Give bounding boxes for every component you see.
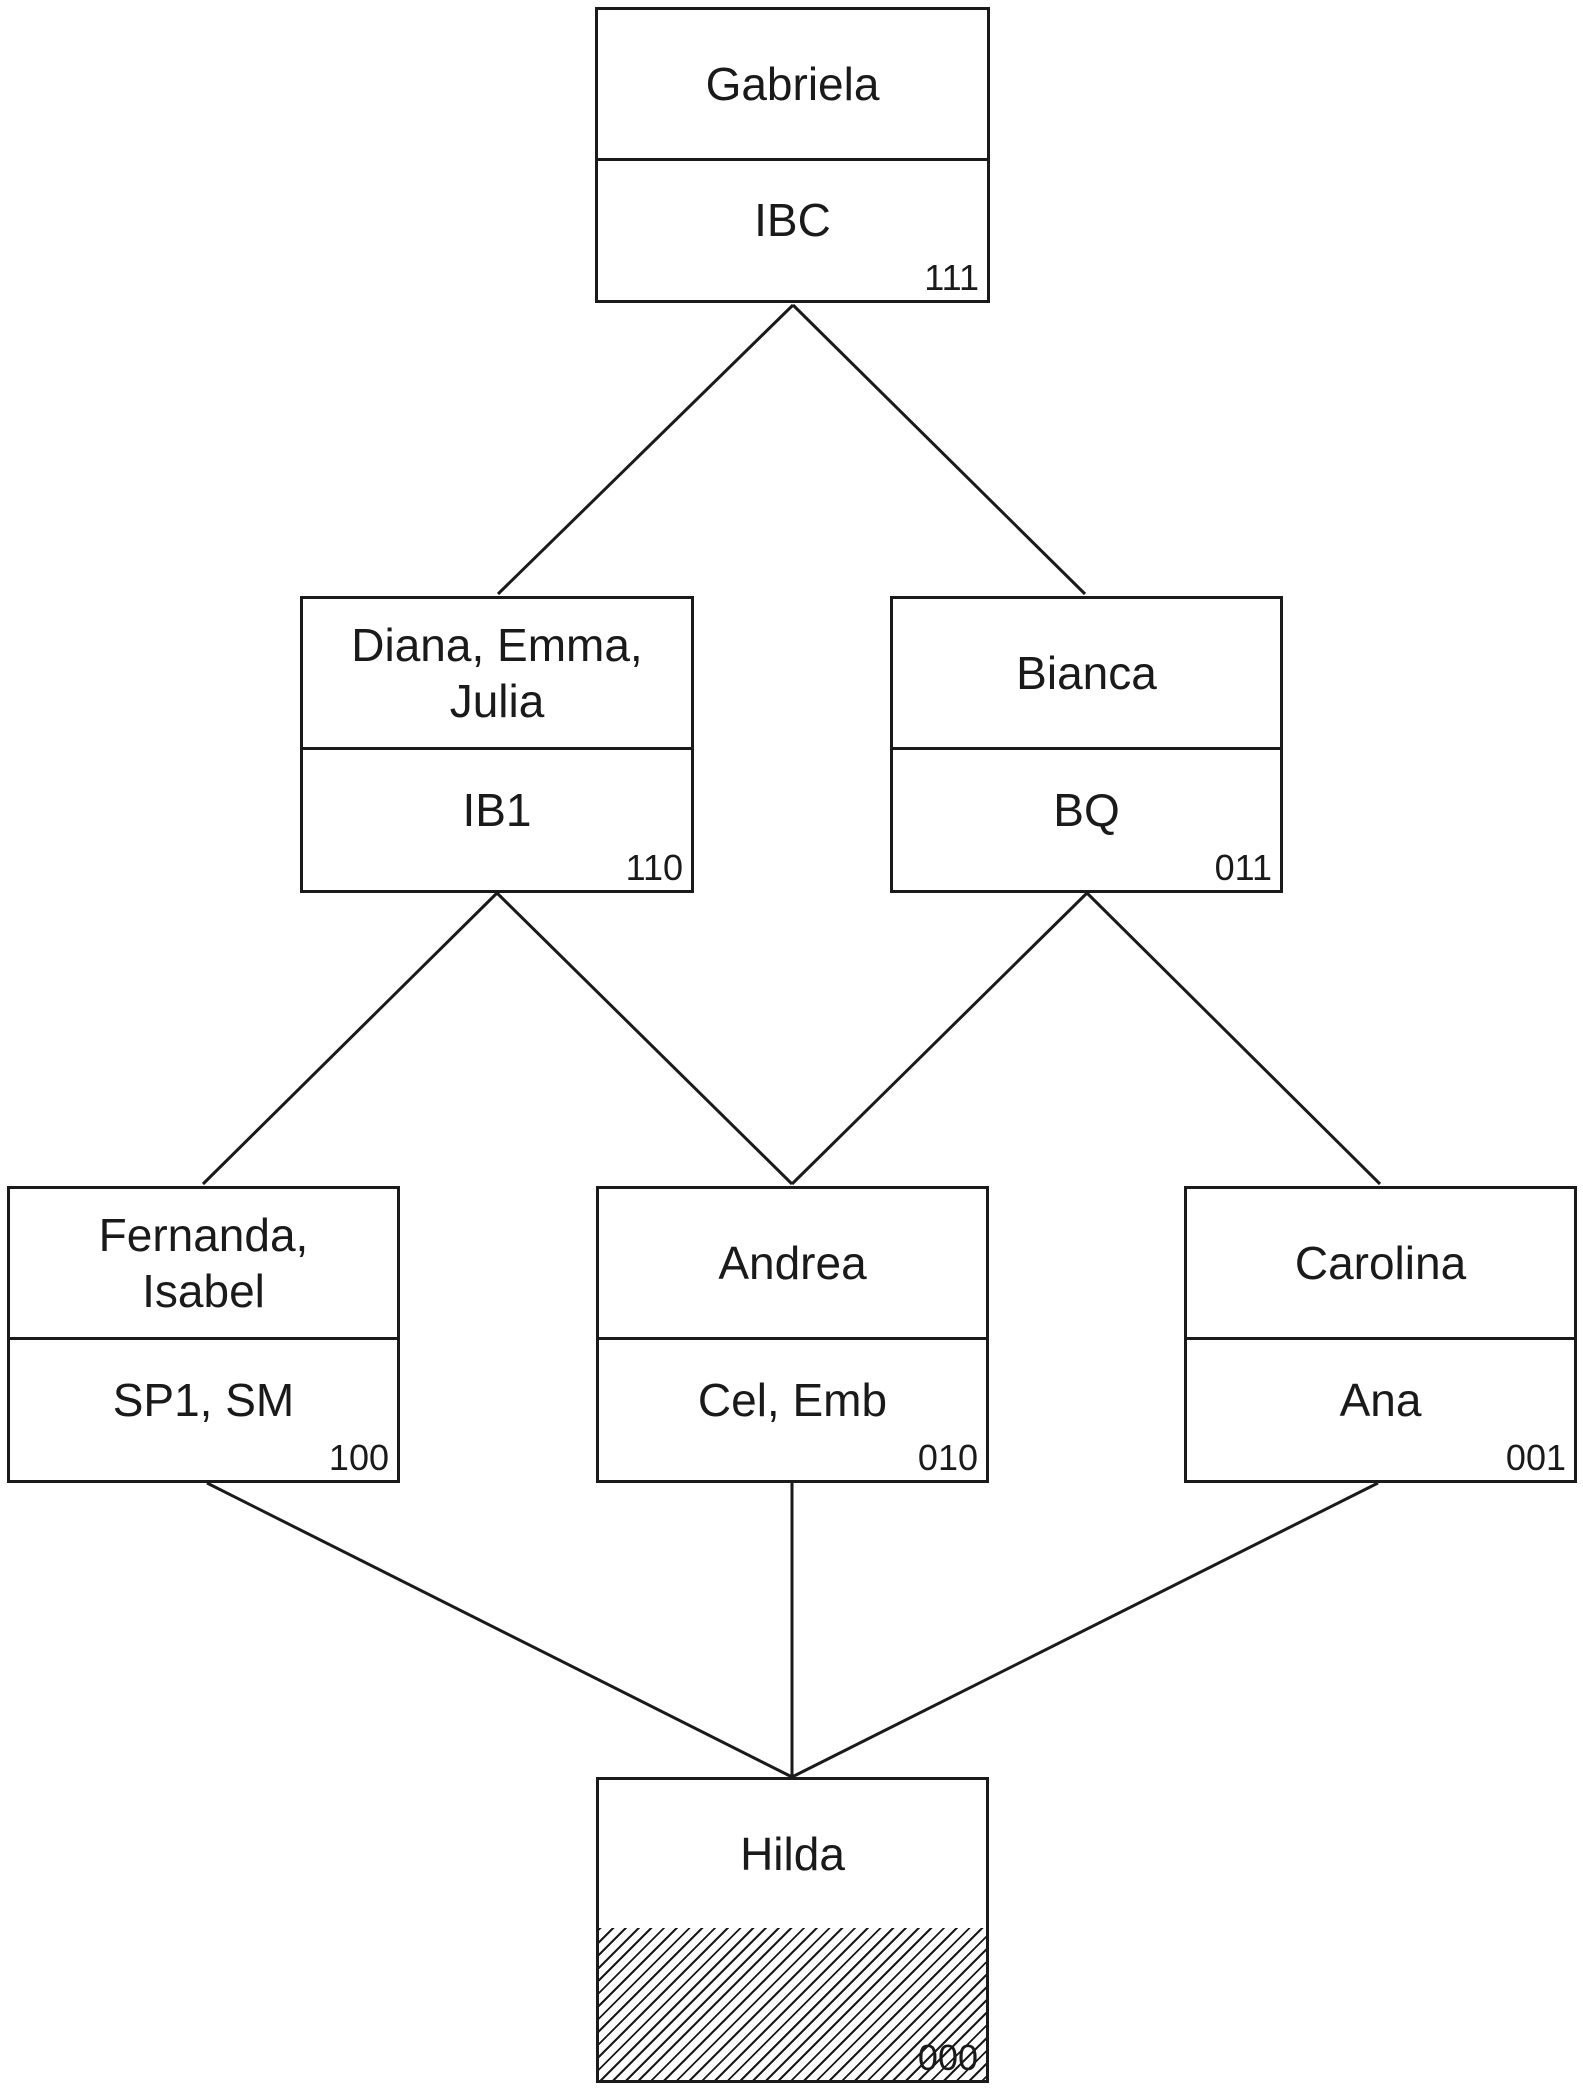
node-label: IBC [754, 193, 831, 246]
edge-right-bottom-center [790, 891, 1089, 1186]
node-top: Gabriela IBC 111 [595, 7, 990, 303]
node-label-area: IB1 [303, 745, 691, 890]
edge-left-bottom-center [495, 891, 794, 1186]
node-names: Fernanda, Isabel [10, 1189, 397, 1340]
node-code: 111 [924, 257, 979, 298]
edge-bottom-right-bottom [791, 1481, 1379, 1779]
node-bottom-center: Andrea Cel, Emb 010 [596, 1186, 989, 1483]
node-label-area: IBC [598, 155, 987, 300]
edge-left-bottom-left [201, 891, 499, 1186]
node-code: 011 [1214, 847, 1272, 888]
node-label-area: BQ [893, 745, 1280, 890]
node-names: Carolina [1187, 1189, 1574, 1340]
node-label: SP1, SM [112, 1373, 295, 1426]
node-label-area: SP1, SM [10, 1335, 397, 1480]
edge-top-right [791, 303, 1087, 596]
node-label-area: Cel, Emb [599, 1335, 986, 1480]
node-names: Diana, Emma, Julia [303, 599, 691, 750]
node-bottom-left: Fernanda, Isabel SP1, SM 100 [7, 1186, 400, 1483]
node-label: IB1 [462, 783, 532, 836]
hatched-area [599, 1928, 986, 2080]
node-code: 001 [1505, 1437, 1566, 1478]
edge-right-bottom-right [1085, 891, 1382, 1186]
node-label: BQ [1053, 783, 1120, 836]
node-code: 000 [917, 2037, 978, 2078]
node-names: Gabriela [598, 10, 987, 161]
node-code: 010 [917, 1437, 978, 1478]
node-label-area: Ana [1187, 1335, 1574, 1480]
edge-top-left [496, 303, 795, 596]
node-right: Bianca BQ 011 [890, 596, 1283, 893]
edge-bottom-left-bottom [206, 1481, 793, 1779]
node-names: Bianca [893, 599, 1280, 750]
node-code: 110 [625, 847, 683, 888]
node-names: Andrea [599, 1189, 986, 1340]
node-names: Hilda [599, 1780, 986, 1931]
node-left: Diana, Emma, Julia IB1 110 [300, 596, 694, 893]
node-label: Cel, Emb [697, 1373, 888, 1426]
node-label: Ana [1339, 1373, 1422, 1426]
node-bottom: Hilda 000 [596, 1777, 989, 2083]
node-bottom-right: Carolina Ana 001 [1184, 1186, 1577, 1483]
node-code: 100 [328, 1437, 389, 1478]
